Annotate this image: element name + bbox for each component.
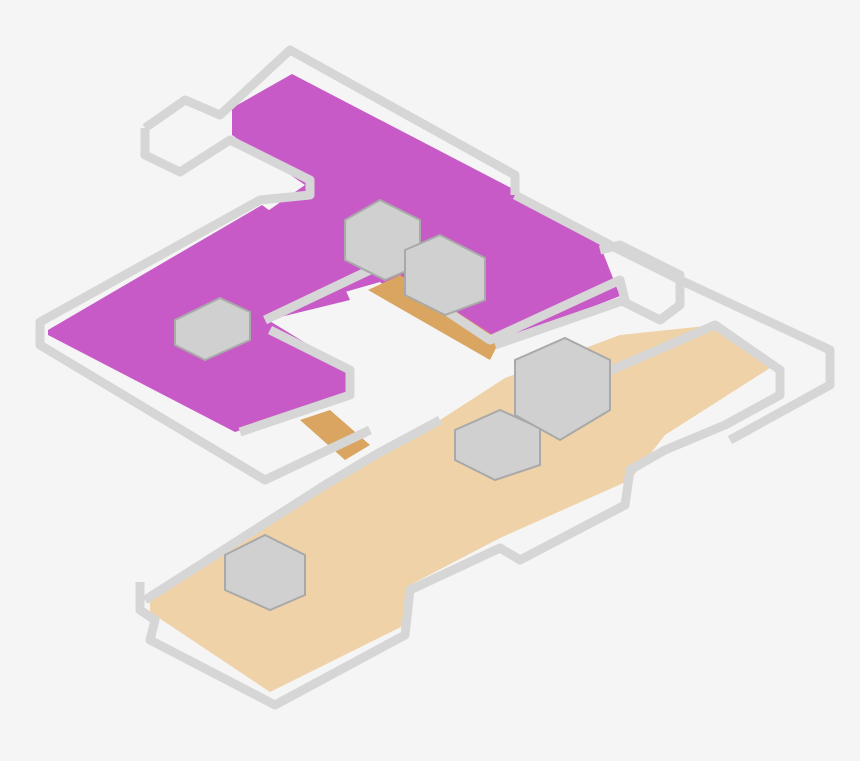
room-block [404, 233, 486, 317]
corridor-floor [368, 275, 500, 360]
core-rooms [174, 198, 611, 612]
building-walls [35, 45, 835, 710]
room-block [174, 296, 251, 362]
room-block [224, 533, 306, 612]
corridor-floor-lower [300, 410, 370, 460]
lower-wing-floor [150, 325, 770, 692]
room-block [514, 336, 611, 442]
room-block [454, 408, 541, 482]
upper-wing-floor [232, 74, 620, 345]
